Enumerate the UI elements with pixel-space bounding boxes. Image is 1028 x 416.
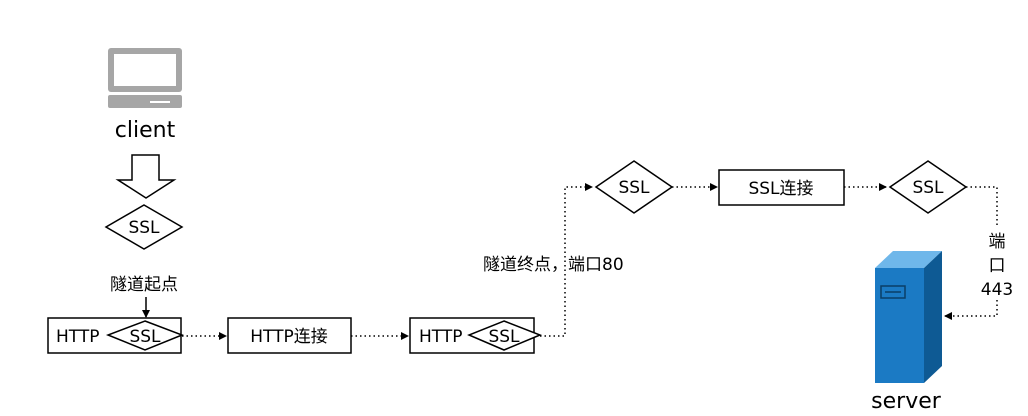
- ssl-connect-label: SSL连接: [748, 179, 813, 199]
- server-tower-icon: [875, 251, 942, 383]
- http-box-2-label: HTTP: [419, 327, 463, 347]
- http-ssl-box-2: HTTP SSL: [409, 317, 543, 354]
- server-label: server: [871, 389, 942, 414]
- ssl-start-diamond: SSL: [104, 204, 184, 250]
- ssl-connect-box: SSL连接: [718, 169, 845, 206]
- down-arrow-icon: [115, 154, 177, 199]
- client-label: client: [115, 118, 176, 143]
- laptop-icon: [108, 48, 182, 108]
- ssl-end-diamond: SSL: [888, 160, 968, 214]
- ssl-mid-diamond: SSL: [594, 160, 674, 214]
- ssl-start-label: SSL: [128, 218, 160, 238]
- http-connect-label: HTTP连接: [250, 327, 328, 347]
- tunnel-start-label: 隧道起点: [110, 275, 178, 295]
- ssl-end-label: SSL: [912, 178, 944, 198]
- port-443-char-1: 端: [989, 232, 1006, 252]
- tunnel-end-label: 隧道终点，端口80: [483, 255, 624, 275]
- ssl-mid-label: SSL: [618, 178, 650, 198]
- http-connect-box: HTTP连接: [227, 317, 352, 354]
- http-box-1-label: HTTP: [56, 327, 100, 347]
- http-ssl-box-1: HTTP SSL: [47, 317, 185, 354]
- port-443-number: 443: [981, 280, 1013, 300]
- port-443-char-2: 口: [989, 256, 1006, 276]
- http-box-2-ssl-label: SSL: [488, 327, 520, 347]
- http-box-1-ssl-label: SSL: [129, 327, 161, 347]
